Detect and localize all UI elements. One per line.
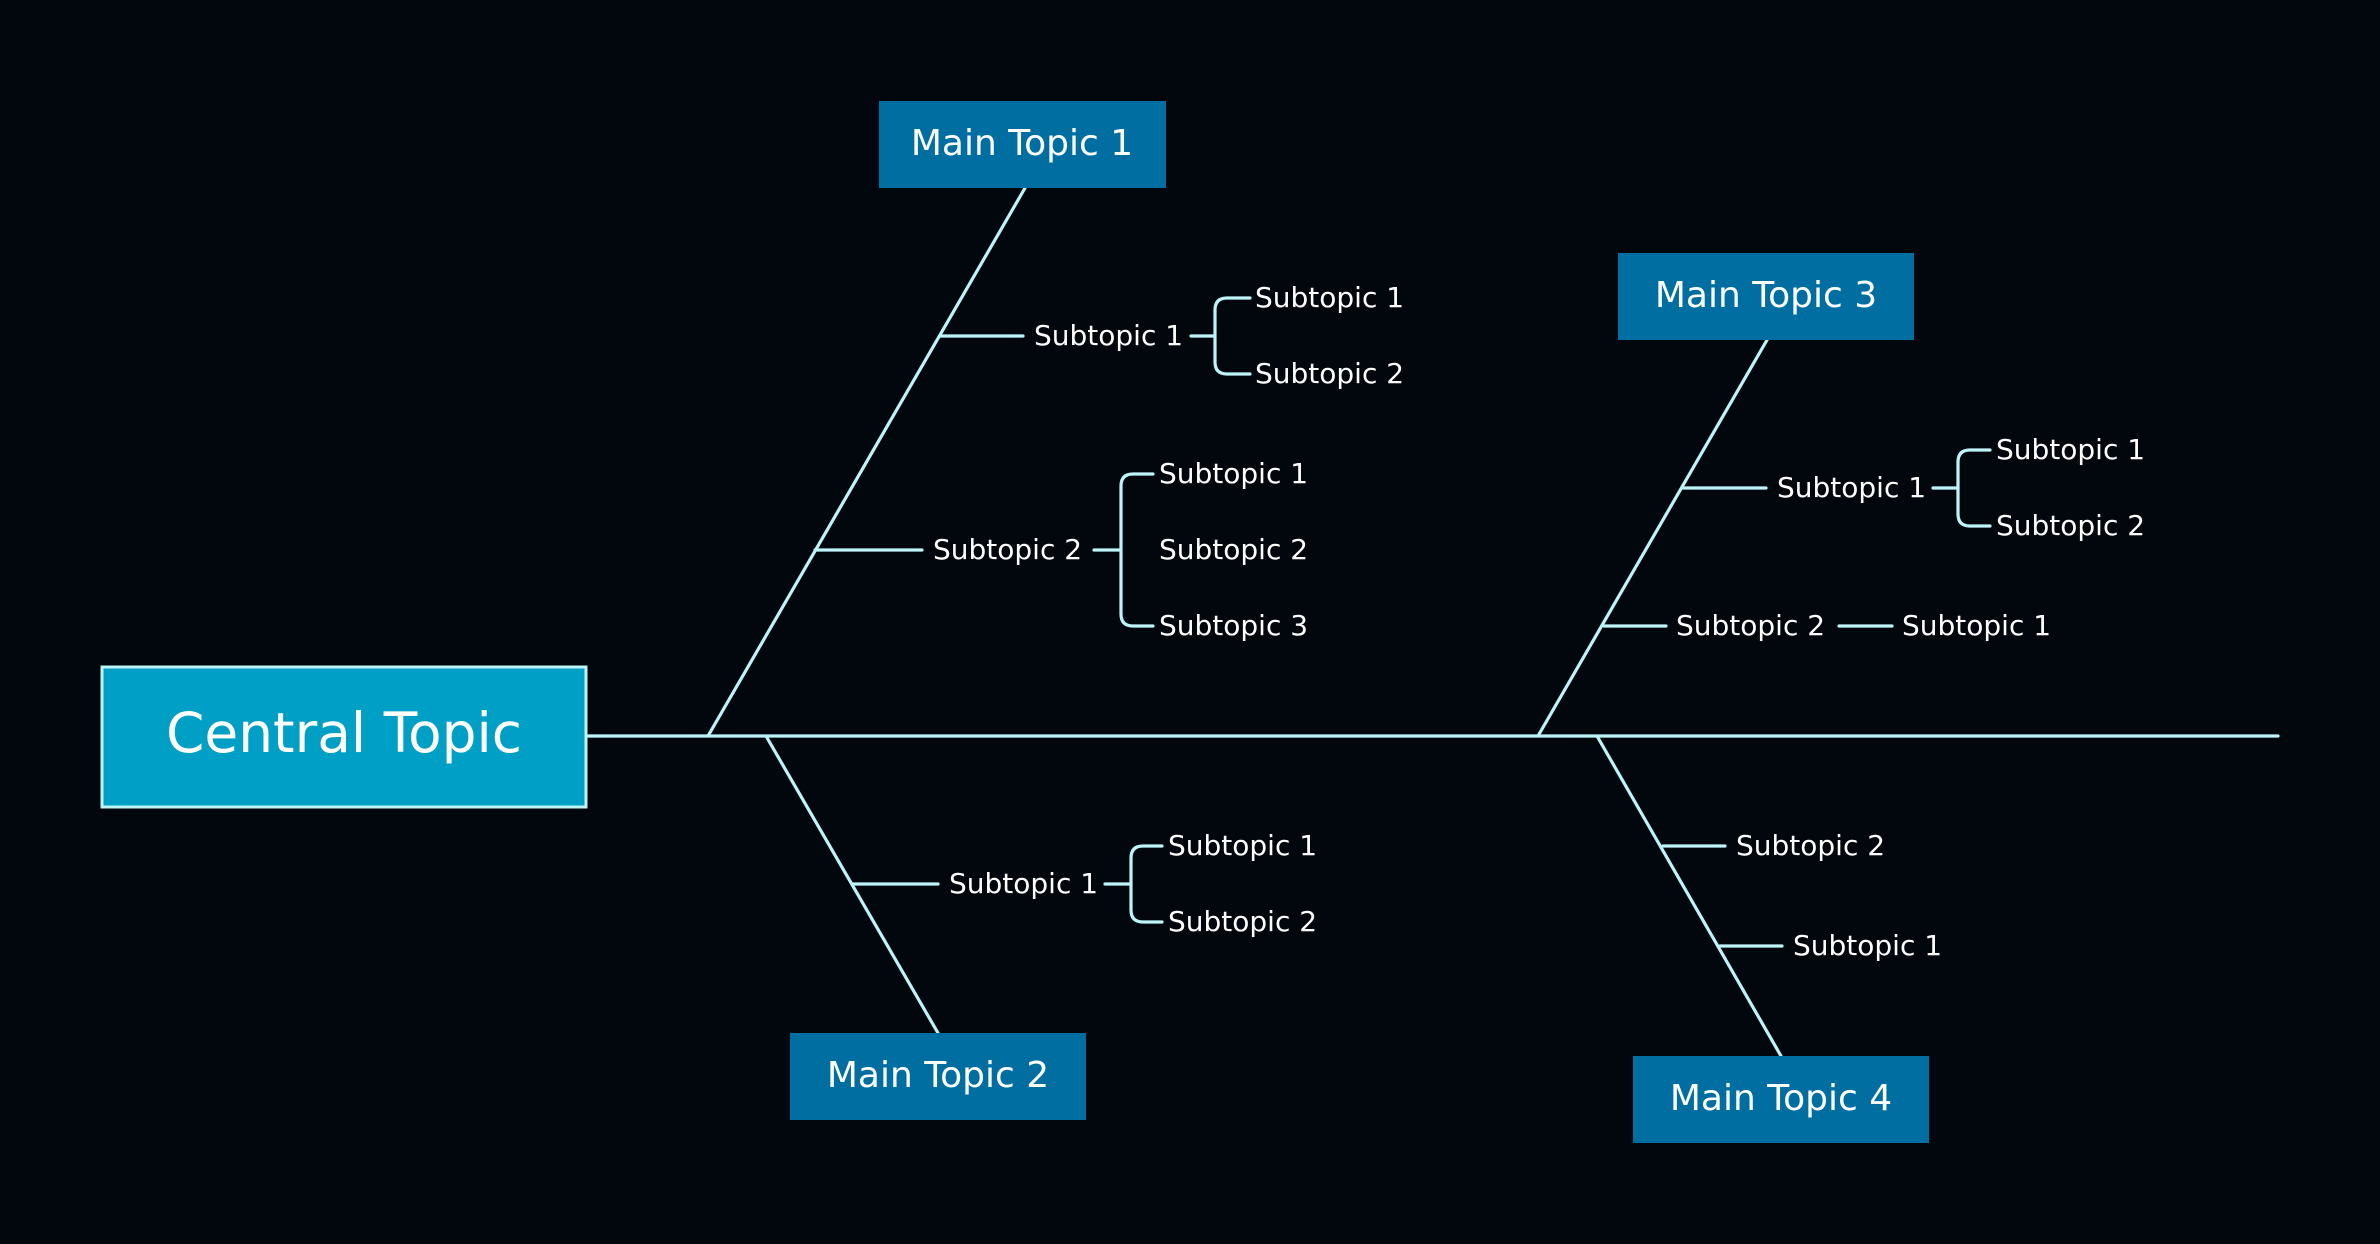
- subtopic-child-label[interactable]: Subtopic 1: [1902, 609, 2051, 642]
- subtopic-label[interactable]: Subtopic 2: [1736, 829, 1885, 862]
- subtopic-child-label[interactable]: Subtopic 2: [1996, 509, 2145, 542]
- central-topic-box: [100, 665, 588, 809]
- bone-main-topic-1: [706, 186, 1027, 738]
- subtopic-label[interactable]: Subtopic 1: [1777, 471, 1926, 504]
- subtopic-child-label[interactable]: Subtopic 1: [1996, 433, 2145, 466]
- subtopic-child-label[interactable]: Subtopic 2: [1159, 533, 1308, 566]
- main-topic-3-box: [1618, 253, 1914, 340]
- subtopic-label[interactable]: Subtopic 2: [1676, 609, 1825, 642]
- main-topic-3-label: Main Topic 3: [1655, 275, 1877, 316]
- subtopic-label[interactable]: Subtopic 1: [1034, 319, 1183, 352]
- bracket: [1956, 448, 1992, 528]
- subtopic-label[interactable]: Subtopic 2: [933, 533, 1082, 566]
- central-topic-node[interactable]: Central Topic: [100, 665, 588, 809]
- main-topic-3-node[interactable]: Main Topic 3: [1618, 253, 1914, 340]
- main-topic-4-box: [1633, 1056, 1929, 1143]
- main-topic-4-node[interactable]: Main Topic 4: [1633, 1056, 1929, 1143]
- main-topic-2-label: Main Topic 2: [827, 1055, 1049, 1096]
- main-topic-1-label: Main Topic 1: [911, 123, 1133, 164]
- main-topic-1-box: [879, 101, 1166, 188]
- subtopic-child-label[interactable]: Subtopic 1: [1255, 281, 1404, 314]
- bracket: [1213, 296, 1252, 376]
- subtopic-child-label[interactable]: Subtopic 2: [1168, 905, 1317, 938]
- subtopic-child-label[interactable]: Subtopic 2: [1255, 357, 1404, 390]
- bracket: [1129, 844, 1164, 924]
- bracket: [1119, 472, 1155, 628]
- subtopic-child-label[interactable]: Subtopic 1: [1159, 457, 1308, 490]
- bone-main-topic-3: [1536, 338, 1769, 738]
- main-topic-4-label: Main Topic 4: [1670, 1078, 1892, 1119]
- main-topic-1-node[interactable]: Main Topic 1: [879, 101, 1166, 188]
- subtopic-child-label[interactable]: Subtopic 1: [1168, 829, 1317, 862]
- subtopic-label[interactable]: Subtopic 1: [1793, 929, 1942, 962]
- bone-main-topic-4: [1595, 734, 1783, 1058]
- main-topic-2-node[interactable]: Main Topic 2: [790, 1033, 1086, 1120]
- subtopic-child-label[interactable]: Subtopic 3: [1159, 609, 1308, 642]
- main-topic-2-box: [790, 1033, 1086, 1120]
- subtopic-label[interactable]: Subtopic 1: [949, 867, 1098, 900]
- central-topic-label: Central Topic: [166, 701, 522, 765]
